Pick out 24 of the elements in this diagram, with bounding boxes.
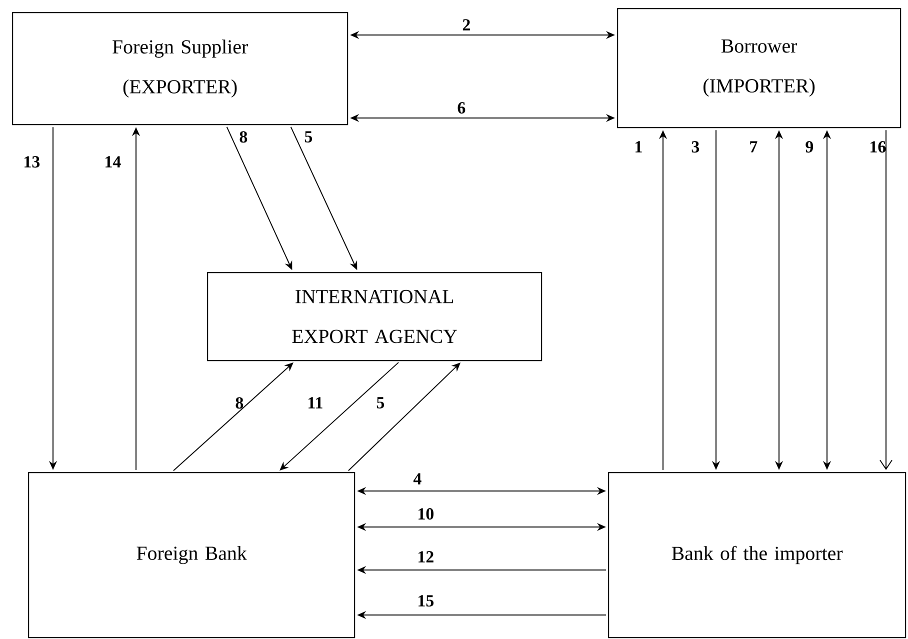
process-box: Foreign Bank	[28, 472, 356, 638]
edge-label: 14	[106, 156, 121, 168]
process-box: Bank of the importer	[608, 472, 906, 638]
edge-label: 3	[692, 141, 700, 153]
edge-label: 5	[376, 397, 384, 408]
edge-label: 4	[413, 473, 422, 484]
edge-label: 11	[308, 397, 322, 408]
process-box: Foreign Supplier (EXPORTER)	[12, 12, 348, 126]
arrow	[880, 130, 892, 470]
edge-label: 7	[750, 141, 758, 152]
edge-label: 5	[304, 131, 312, 142]
edge-label: 6	[458, 102, 466, 114]
edge-label: 8	[236, 397, 244, 409]
edge-label: 1	[636, 141, 642, 152]
edge-label: 8	[240, 131, 248, 143]
edge-label: 15	[418, 595, 434, 607]
edge-label: 13	[24, 156, 40, 168]
process-box: INTERNATIONAL EXPORT AGENCY	[207, 272, 542, 362]
edge-label: 12	[418, 551, 434, 562]
edge-label: 9	[806, 141, 814, 153]
process-box: Borrower (IMPORTER)	[617, 8, 902, 128]
edge-label: 10	[418, 508, 434, 520]
edge-label: 16	[870, 141, 886, 153]
edge-label: 2	[462, 19, 470, 30]
